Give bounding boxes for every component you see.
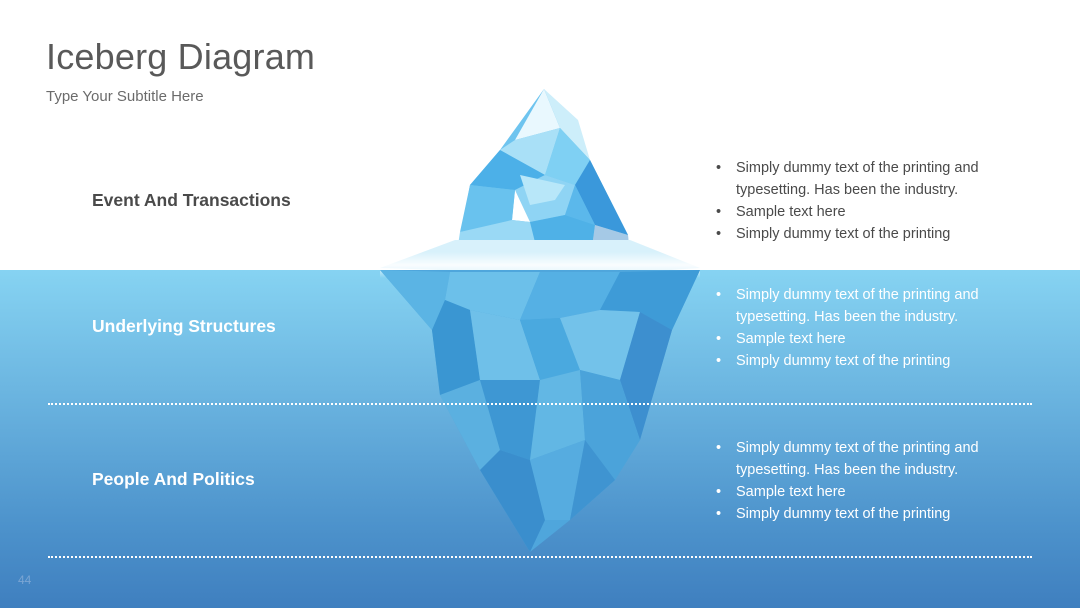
page-title: Iceberg Diagram (46, 36, 316, 77)
list-item: Simply dummy text of the printing and ty… (716, 284, 1036, 328)
page-number: 44 (18, 573, 32, 587)
section-label-structures: Underlying Structures (92, 316, 276, 336)
list-item: Sample text here (716, 201, 1036, 223)
page-subtitle: Type Your Subtitle Here (46, 88, 204, 105)
bullet-list-events: Simply dummy text of the printing and ty… (716, 157, 1036, 245)
bullet-list-structures: Simply dummy text of the printing and ty… (716, 284, 1036, 372)
iceberg-tip (455, 89, 630, 265)
bullet-list-politics: Simply dummy text of the printing and ty… (716, 437, 1036, 525)
section-divider (48, 403, 1032, 405)
list-item: Simply dummy text of the printing and ty… (716, 157, 1036, 201)
list-item: Sample text here (716, 481, 1036, 503)
section-label-events: Event And Transactions (92, 190, 291, 210)
iceberg-underwater (380, 270, 700, 552)
list-item: Sample text here (716, 328, 1036, 350)
list-item: Simply dummy text of the printing (716, 223, 1036, 245)
section-divider (48, 556, 1032, 558)
list-item: Simply dummy text of the printing (716, 350, 1036, 372)
section-label-politics: People And Politics (92, 469, 255, 489)
list-item: Simply dummy text of the printing and ty… (716, 437, 1036, 481)
list-item: Simply dummy text of the printing (716, 503, 1036, 525)
